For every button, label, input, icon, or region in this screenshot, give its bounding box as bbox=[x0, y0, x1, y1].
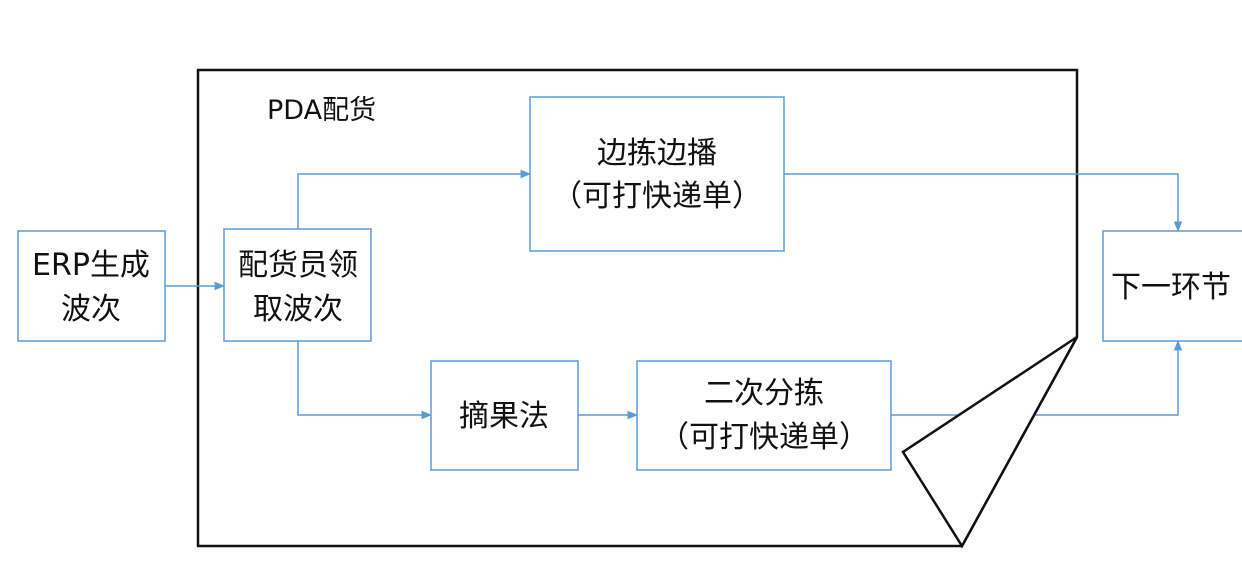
arrow-pick-and-sow-to-next bbox=[784, 173, 1183, 233]
node-picker-line1: 配货员领 bbox=[238, 248, 358, 283]
node-pick-and-sow-line1: 边拣边播 bbox=[597, 136, 717, 171]
node-second-sort-line1: 二次分拣 bbox=[704, 376, 824, 411]
node-second-sort: 二次分拣 （可打快递单） bbox=[636, 360, 892, 471]
node-picker-claim-wave: 配货员领 取波次 bbox=[223, 228, 372, 342]
arrow-picker-to-pick-method bbox=[297, 341, 433, 420]
page-curl bbox=[901, 335, 1079, 549]
node-pick-and-sow-line2: （可打快递单） bbox=[552, 179, 762, 214]
node-pick-method-line1: 摘果法 bbox=[459, 399, 549, 434]
node-erp-line2: 波次 bbox=[61, 292, 121, 327]
node-next-step-line1: 下一环节 bbox=[1111, 270, 1231, 305]
node-next-step: 下一环节 bbox=[1102, 230, 1242, 342]
arrow-picker-to-pick-and-sow bbox=[297, 169, 532, 229]
node-erp-line1: ERP生成 bbox=[32, 248, 150, 283]
node-pick-and-sow: 边拣边播 （可打快递单） bbox=[529, 96, 785, 252]
node-second-sort-line2: （可打快递单） bbox=[659, 420, 869, 455]
frame-label: PDA配货 bbox=[267, 95, 376, 126]
node-picker-line2: 取波次 bbox=[253, 292, 343, 327]
node-erp-generate-wave: ERP生成 波次 bbox=[17, 230, 166, 342]
node-pick-method: 摘果法 bbox=[430, 360, 579, 471]
